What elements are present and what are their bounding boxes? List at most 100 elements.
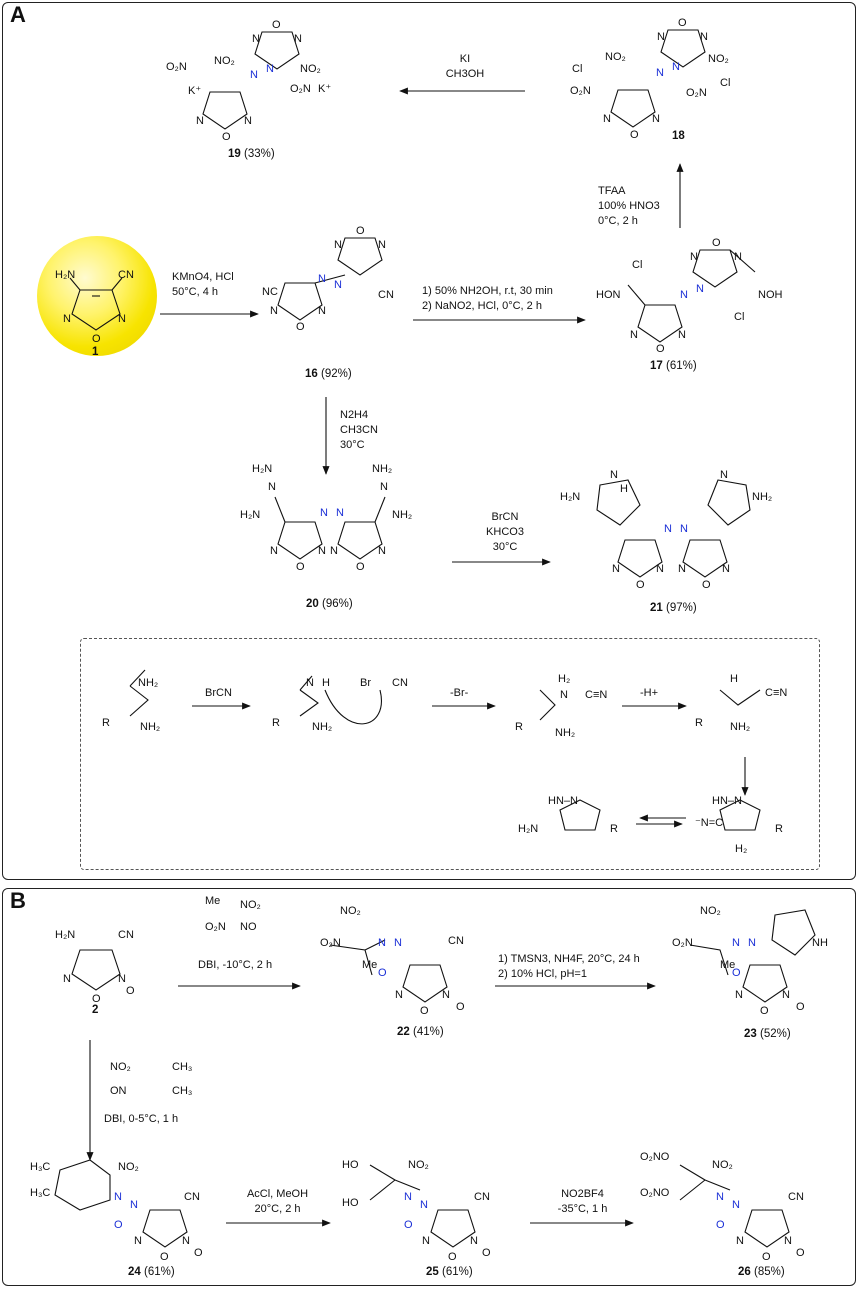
caption-18: 18: [672, 130, 685, 142]
svg-text:CN: CN: [448, 935, 464, 947]
svg-text:NH: NH: [812, 937, 828, 949]
svg-text:Cl: Cl: [632, 259, 642, 271]
svg-text:Br: Br: [360, 677, 371, 689]
svg-text:C≡N: C≡N: [585, 689, 607, 701]
svg-text:O: O: [160, 1251, 169, 1263]
svg-text:Cl: Cl: [720, 77, 730, 89]
svg-text:HN–N: HN–N: [712, 795, 742, 807]
svg-text:R: R: [102, 717, 110, 729]
svg-text:H: H: [730, 673, 738, 685]
svg-text:N: N: [700, 31, 708, 43]
svg-text:CN: CN: [184, 1191, 200, 1203]
svg-text:N: N: [270, 545, 278, 557]
svg-text:Cl: Cl: [572, 63, 582, 75]
svg-text:O: O: [222, 131, 231, 143]
svg-text:NH₂: NH₂: [555, 727, 575, 739]
svg-text:O: O: [126, 985, 135, 997]
mechanism-reagent: BrCN: [205, 687, 232, 699]
svg-text:R: R: [610, 823, 618, 835]
svg-text:N: N: [395, 989, 403, 1001]
svg-text:CN: CN: [474, 1191, 490, 1203]
svg-text:N: N: [782, 989, 790, 1001]
mechanism-step-3: -H+: [640, 687, 659, 699]
svg-text:O: O: [296, 321, 305, 333]
svg-text:Me: Me: [720, 959, 735, 971]
svg-text:H₃C: H₃C: [30, 1161, 50, 1173]
conditions-to-24: DBI, 0-5°C, 1 h: [104, 1113, 179, 1125]
svg-text:H₂N: H₂N: [252, 463, 272, 475]
svg-text:N: N: [672, 61, 680, 73]
svg-text:ON: ON: [110, 1085, 127, 1097]
svg-text:O: O: [92, 993, 101, 1005]
svg-text:H₂N: H₂N: [518, 823, 538, 835]
svg-text:O: O: [716, 1219, 725, 1231]
svg-text:O₂N: O₂N: [570, 85, 591, 97]
svg-text:N: N: [678, 329, 686, 341]
svg-text:Me: Me: [362, 959, 377, 971]
svg-text:CN: CN: [118, 929, 134, 941]
svg-text:O₂N: O₂N: [672, 937, 693, 949]
svg-text:N: N: [610, 469, 618, 481]
svg-text:HO: HO: [342, 1159, 359, 1171]
svg-text:H₂: H₂: [735, 843, 747, 855]
svg-text:NO₂: NO₂: [214, 55, 235, 67]
svg-text:NO₂: NO₂: [708, 53, 729, 65]
svg-text:Cl: Cl: [734, 311, 744, 323]
svg-text:R: R: [272, 717, 280, 729]
svg-text:H: H: [322, 677, 330, 689]
svg-text:O: O: [760, 1005, 769, 1017]
svg-text:N: N: [442, 989, 450, 1001]
svg-text:NH₂: NH₂: [752, 491, 772, 503]
svg-text:N: N: [720, 469, 728, 481]
svg-text:H₂: H₂: [558, 673, 570, 685]
svg-text:N: N: [736, 1235, 744, 1247]
svg-text:N: N: [394, 937, 402, 949]
svg-text:N: N: [130, 1199, 138, 1211]
svg-text:N: N: [318, 305, 326, 317]
svg-text:N: N: [652, 113, 660, 125]
svg-text:N: N: [378, 239, 386, 251]
svg-text:HN–N: HN–N: [548, 795, 578, 807]
svg-text:N: N: [268, 481, 276, 493]
svg-text:CN: CN: [392, 677, 408, 689]
svg-text:NO₂: NO₂: [700, 905, 721, 917]
svg-text:N: N: [656, 67, 664, 79]
svg-text:O: O: [448, 1251, 457, 1263]
caption-20: 20 (96%): [306, 598, 353, 610]
svg-text:O: O: [702, 579, 711, 591]
svg-text:O: O: [796, 1247, 805, 1259]
svg-text:O: O: [92, 333, 101, 345]
svg-text:O: O: [456, 1001, 465, 1013]
caption-21: 21 (97%): [650, 602, 697, 614]
svg-text:N: N: [306, 677, 314, 689]
svg-text:O₂N: O₂N: [205, 921, 226, 933]
mechanism-step-2: -Br-: [450, 687, 469, 699]
svg-text:N: N: [716, 1191, 724, 1203]
svg-text:R: R: [775, 823, 783, 835]
svg-text:N: N: [63, 313, 71, 325]
svg-text:N: N: [380, 481, 388, 493]
panel-a: A: [2, 2, 856, 880]
caption-22: 22 (41%): [397, 1026, 444, 1038]
svg-text:N: N: [378, 545, 386, 557]
svg-text:N: N: [603, 113, 611, 125]
svg-text:N: N: [680, 523, 688, 535]
svg-text:O: O: [194, 1247, 203, 1259]
svg-text:O: O: [296, 561, 305, 573]
svg-text:NH₂: NH₂: [312, 721, 332, 733]
svg-text:N: N: [334, 279, 342, 291]
svg-text:HO: HO: [342, 1197, 359, 1209]
svg-text:N: N: [560, 689, 568, 701]
svg-text:NOH: NOH: [758, 289, 783, 301]
svg-text:O: O: [356, 225, 365, 237]
svg-text:O: O: [678, 17, 687, 29]
svg-text:R: R: [515, 721, 523, 733]
svg-text:CN: CN: [378, 289, 394, 301]
conditions-to-18: TFAA 100% HNO3 0°C, 2 h: [598, 185, 660, 227]
svg-text:N: N: [318, 273, 326, 285]
svg-text:N: N: [656, 563, 664, 575]
svg-text:H₂N: H₂N: [55, 269, 75, 281]
svg-text:N: N: [404, 1191, 412, 1203]
conditions-to-26: NO2BF4 -35°C, 1 h: [557, 1188, 608, 1215]
svg-text:O: O: [272, 19, 281, 31]
